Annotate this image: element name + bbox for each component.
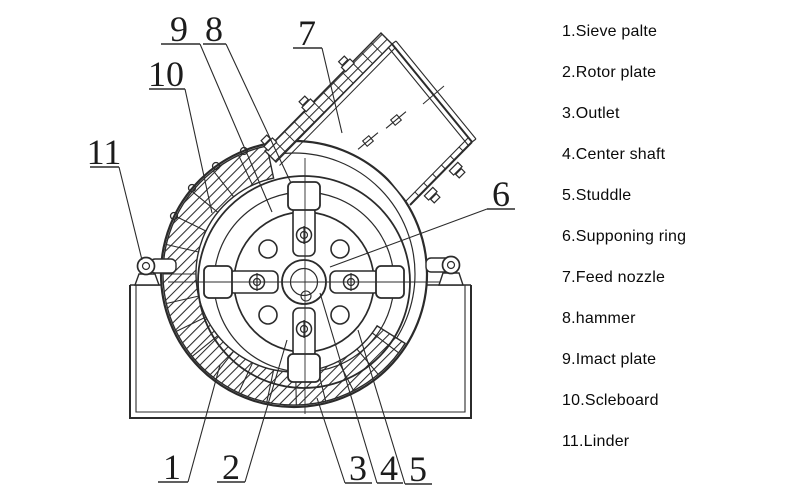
left-eye-pivot — [134, 256, 177, 286]
leader-lines — [118, 43, 488, 485]
callout-6: 6 — [492, 174, 510, 214]
legend-item: 5.Studdle — [562, 188, 686, 204]
callout-11: 11 — [87, 132, 122, 172]
legend-item: 11.Linder — [562, 434, 686, 450]
feed-nozzle — [260, 32, 477, 206]
nozzle-inner-wall-line — [279, 47, 396, 166]
nozzle-bolt-section-symbols — [357, 111, 407, 150]
legend-item-text: 6.Supponing ring — [562, 228, 687, 245]
callout-9: 9 — [170, 9, 188, 49]
parts-legend: 1.Sieve palte 2.Rotor plate 3.Outlet 4.C… — [562, 24, 686, 450]
legend-item: 10.Scleboard — [562, 393, 686, 409]
nozzle-bolts — [260, 55, 466, 204]
legend-item: 4.Center shaft — [562, 147, 686, 163]
callout-2: 2 — [222, 447, 240, 487]
legend-item: 3.Outlet — [562, 106, 686, 122]
legend-item-text: 1.Sieve palte — [562, 23, 658, 40]
legend-item-text: 4.Center shaft — [562, 146, 666, 163]
legend-item: 1.Sieve palte — [562, 24, 686, 40]
legend-item: 6.Supponing ring — [562, 229, 686, 245]
liner-scleboard-band — [162, 145, 407, 406]
callout-1: 1 — [163, 447, 181, 487]
legend-item-text: 5.Studdle — [562, 187, 632, 204]
legend-item: 9.Imact plate — [562, 352, 686, 368]
callout-10: 10 — [148, 54, 184, 94]
right-eye-pivot — [425, 255, 464, 286]
callout-underlines — [90, 43, 515, 485]
legend-item-text: 3.Outlet — [562, 105, 620, 122]
callout-7: 7 — [298, 13, 316, 53]
hammer-bottom — [287, 307, 321, 383]
legend-item-text: 7.Feed nozzle — [562, 269, 666, 286]
legend-item: 8.hammer — [562, 311, 686, 327]
crusher-diagram: 9 8 7 10 11 6 1 2 3 4 5 — [87, 9, 515, 489]
keyway-circle — [300, 290, 312, 302]
callout-4: 4 — [380, 448, 398, 488]
pivot-mounts — [134, 255, 464, 286]
legend-item: 2.Rotor plate — [562, 65, 686, 81]
stud-holes — [258, 239, 350, 325]
legend-item-text: 8.hammer — [562, 310, 636, 327]
legend-item: 7.Feed nozzle — [562, 270, 686, 286]
callout-3: 3 — [349, 448, 367, 488]
callout-5: 5 — [409, 449, 427, 489]
legend-item-text: 10.Scleboard — [562, 392, 659, 409]
nozzle-centerline-tick — [422, 85, 445, 105]
centerlines — [168, 158, 440, 414]
callout-8: 8 — [205, 9, 223, 49]
nozzle-lower-wall — [405, 137, 473, 206]
nozzle-band-rungs — [274, 42, 383, 153]
hammer-top — [287, 181, 321, 257]
nozzle-end-wall — [387, 40, 477, 146]
legend-item-text: 11.Linder — [562, 433, 630, 450]
legend-item-text: 2.Rotor plate — [562, 64, 657, 81]
legend-item-text: 9.Imact plate — [562, 351, 657, 368]
